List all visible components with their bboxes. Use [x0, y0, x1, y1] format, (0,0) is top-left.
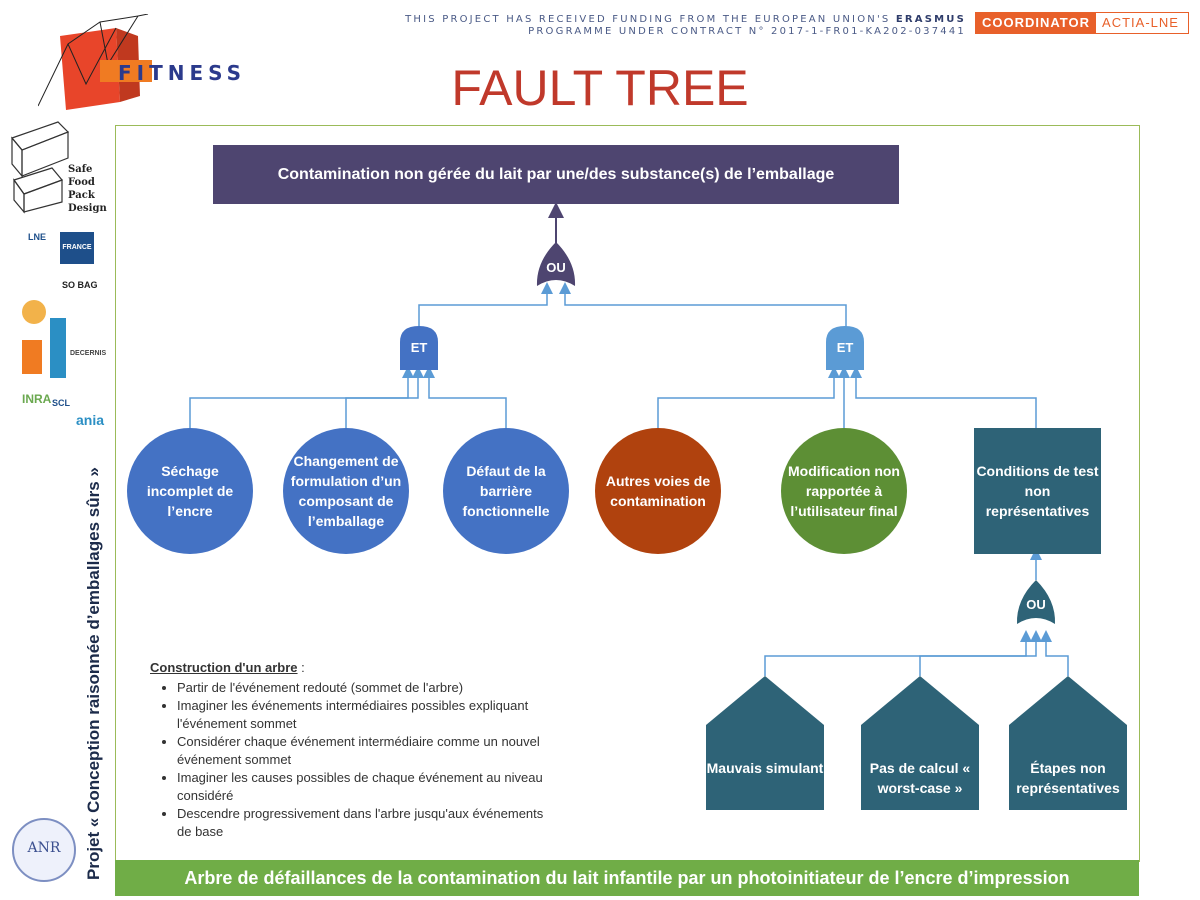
partner-logo-scl: SCL — [52, 398, 70, 408]
sfpd-line: Safe — [68, 164, 93, 175]
basic-event-simulant: Mauvais simulant — [706, 760, 824, 776]
connector-condition — [850, 366, 1037, 430]
connector-basic-1 — [764, 630, 1032, 676]
page-title: FAULT TREE — [451, 60, 749, 116]
partner-logo-ania: ania — [76, 412, 105, 428]
anr-logo: ANR — [12, 818, 76, 882]
sfpd-text: Safe Food Pack Design — [68, 163, 107, 215]
coordinator-badge: COORDINATOR ACTIA-LNE — [975, 12, 1189, 34]
coordinator-label: COORDINATOR — [976, 13, 1097, 33]
condition-box: Conditions de test non représentatives — [974, 428, 1101, 554]
top-event: Contamination non gérée du lait par une/… — [213, 145, 899, 204]
sfpd-line: Pack — [68, 190, 95, 201]
basic-event-2-shape — [861, 676, 979, 810]
footer-caption: Arbre de défaillances de la contaminatio… — [115, 860, 1139, 896]
event-circle-modification: Modification non rapportée à l’utilisate… — [781, 428, 907, 554]
or-gate-bottom-label: OU — [1026, 597, 1046, 612]
partner-logo-lne: LNE — [28, 232, 46, 242]
coordinator-name: ACTIA-LNE — [1102, 15, 1179, 30]
funding-erasmus: ERASMUS — [895, 14, 966, 25]
partner-logo-ub — [22, 340, 42, 374]
safe-food-pack-design-logo — [10, 121, 70, 214]
event-circle-barrier: Défaut de la barrière fonctionnelle — [443, 428, 569, 554]
partner-logo-circle — [22, 300, 46, 324]
sfpd-line: Food — [68, 177, 95, 188]
and-gate-right-shape — [826, 326, 864, 370]
event-circle-drying: Séchage incomplet de l’encre — [127, 428, 253, 554]
notes-item: Partir de l'événement redouté (sommet de… — [177, 679, 550, 697]
construction-notes: Construction d'un arbre : Partir de l'év… — [150, 659, 550, 841]
connector-event-2 — [345, 366, 424, 432]
or-gate-top-shape — [536, 242, 576, 286]
partner-logo-sobag: SO BAG — [62, 280, 98, 290]
connector-event-1 — [189, 366, 414, 432]
anr-logo-text: ANR — [27, 840, 61, 856]
basic-event-1-shape — [706, 676, 824, 810]
sfpd-line: Design — [68, 203, 107, 214]
connector-basic-2 — [919, 630, 1042, 676]
notes-title: Construction d'un arbre — [150, 660, 298, 675]
basic-event-worst-case: Pas de calcul « worst-case » — [869, 760, 971, 796]
notes-item: Descendre progressivement dans l'arbre j… — [177, 805, 550, 841]
and-gate-left-label: ET — [410, 340, 428, 355]
funding-line-2: PROGRAMME UNDER CONTRACT N° 2017-1-FR01-… — [528, 26, 966, 37]
fitness-logo-text: FITNESS — [118, 61, 247, 85]
and-gate-left-shape — [400, 326, 438, 370]
or-gate-bottom-shape — [1016, 580, 1056, 624]
or-gate-top-label: OU — [546, 260, 566, 275]
notes-list: Partir de l'événement redouté (sommet de… — [150, 679, 550, 841]
basic-event-3-shape — [1009, 676, 1127, 810]
partner-logo-decernis: DECERNIS — [70, 350, 107, 357]
fitness-logo — [38, 14, 152, 110]
notes-item: Imaginer les causes possibles de chaque … — [177, 769, 550, 805]
event-circle-formulation: Changement de formulation d’un composant… — [283, 428, 409, 554]
partner-logo-inra: INRA — [22, 392, 52, 406]
notes-item: Considérer chaque événement intermédiair… — [177, 733, 550, 769]
and-gate-right-label: ET — [836, 340, 854, 355]
connector-event-3 — [423, 366, 507, 432]
basic-event-steps: Étapes non représentatives — [1016, 760, 1120, 796]
event-circle-other-routes: Autres voies de contamination — [595, 428, 721, 554]
funding-line-1: THIS PROJECT HAS RECEIVED FUNDING FROM T… — [405, 14, 896, 25]
connector-right-et-to-ou — [559, 282, 847, 330]
connector-event-4 — [657, 366, 840, 432]
connector-left-et-to-ou — [418, 282, 553, 330]
connector-basic-3 — [1040, 630, 1069, 676]
funding-notice: THIS PROJECT HAS RECEIVED FUNDING FROM T… — [400, 14, 966, 38]
notes-item: Imaginer les événements intermédiaires p… — [177, 697, 550, 733]
partner-logo-blue — [50, 318, 66, 378]
partner-logo-france: FRANCE — [60, 232, 94, 264]
